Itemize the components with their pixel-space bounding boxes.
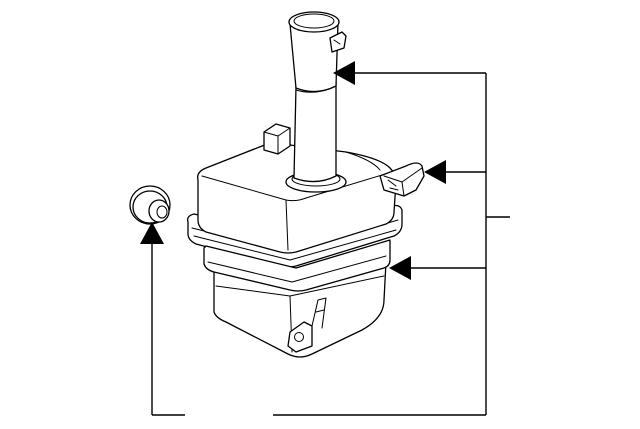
filler-neck — [285, 11, 347, 193]
pump-mount-tab — [379, 162, 425, 197]
arrow-grommet — [140, 222, 164, 244]
top-clip-tab — [263, 123, 291, 155]
arrow-pump-tab — [424, 160, 446, 184]
callout-leaders — [140, 61, 510, 416]
reservoir-tank — [186, 142, 403, 358]
arrow-tank — [389, 256, 411, 280]
arrow-filler-neck — [333, 61, 355, 85]
grommet — [129, 185, 171, 225]
